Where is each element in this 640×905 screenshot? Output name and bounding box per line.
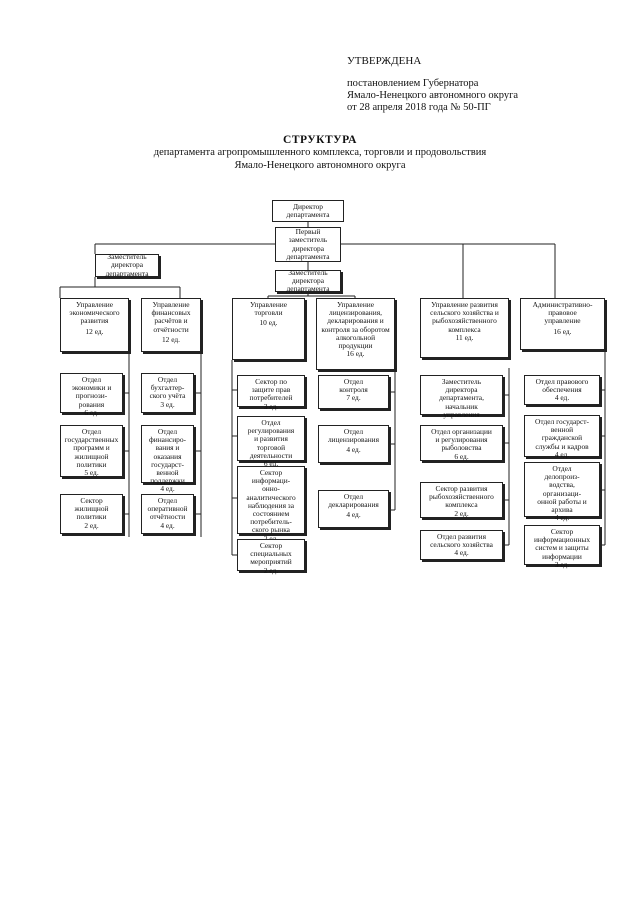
unit-econ-3-name: Сектор жилищной политики: [74, 496, 109, 522]
unit-agro-2: Отдел организации и регулирования рыболо…: [420, 425, 503, 461]
unit-lic-2-count: 4 ед.: [346, 445, 361, 455]
unit-trade: Управление торговли 10 ед.: [232, 298, 305, 360]
unit-agro-2-name: Отдел организации и регулирования рыболо…: [431, 427, 492, 453]
unit-deputy-mid: Заместитель директора департамента: [275, 267, 341, 294]
unit-econ-3-count: 2 ед.: [84, 520, 99, 530]
unit-agro-4-name: Отдел развития сельского хозяйства: [430, 532, 493, 550]
unit-agro-4: Отдел развития сельского хозяйства 4 ед.: [420, 530, 503, 560]
unit-fin-1: Отдел бухгалтер- ского учёта 3 ед.: [141, 373, 194, 413]
unit-econ-2-name: Отдел государственных программ и жилищно…: [64, 427, 119, 469]
unit-trade-2: Отдел регулирования и развития торговой …: [237, 416, 305, 468]
unit-trade-4: Сектор специальных мероприятий 2 ед.: [237, 539, 305, 574]
approval-decree: постановлением Губернатора Ямало-Ненецко…: [347, 78, 519, 113]
unit-lic-1-name: Отдел контроля: [339, 377, 368, 395]
unit-agro-1: Заместитель директора департамента, нача…: [420, 375, 503, 418]
unit-lic-count: 16 ед.: [346, 349, 365, 359]
unit-fin-2: Отдел финансиро- вания и оказания госуда…: [141, 425, 194, 493]
unit-fin-name: Управление финансовых расчётов и отчётно…: [151, 300, 191, 334]
unit-deputy-mid-name: Заместитель директора департамента: [286, 267, 330, 294]
unit-trade-3-count: 2 ед.: [264, 534, 278, 543]
unit-trade-3-name: Сектор информаци- онно- аналитического н…: [246, 468, 296, 535]
unit-adm-2-name: Отдел государст- венной гражданской служ…: [535, 417, 589, 451]
unit-econ: Управление экономического развития 12 ед…: [60, 298, 129, 352]
unit-econ-count: 12 ед.: [85, 326, 104, 336]
unit-adm-count: 16 ед.: [553, 326, 572, 336]
unit-agro-3-name: Сектор развития рыбохозяйственного компл…: [429, 484, 494, 510]
unit-adm: Административно- правовое управление 16 …: [520, 298, 605, 350]
unit-lic-3: Отдел декларирования 4 ед.: [318, 490, 389, 528]
unit-agro-3-count: 2 ед.: [454, 508, 469, 518]
unit-adm-3: Отдел делопроиз- водства, организаци- он…: [524, 462, 600, 522]
unit-lic-1: Отдел контроля 7 ед.: [318, 375, 389, 409]
unit-deputy-left-name: Заместитель директора департамента: [105, 252, 149, 278]
approval-label: УТВЕРЖДЕНА: [347, 55, 422, 67]
unit-trade-4-count: 2 ед.: [263, 565, 279, 575]
unit-econ-1-name: Отдел экономики и прогнози- рования: [71, 375, 112, 409]
unit-first-deputy: Первый заместитель директора департамент…: [275, 227, 341, 262]
unit-lic-2-name: Отдел лицензирования: [327, 427, 380, 445]
title-line2: Ямало-Ненецкого автономного округа: [234, 160, 406, 171]
unit-fin-2-name: Отдел финансиро- вания и оказания госуда…: [148, 427, 187, 486]
unit-adm-1-name: Отдел правового обеспечения: [535, 377, 589, 395]
unit-agro-2-count: 6 ед.: [454, 451, 469, 461]
unit-director-name: Директор департамента: [286, 201, 330, 219]
unit-adm-4-name: Сектор информационных систем и защиты ин…: [533, 527, 591, 561]
unit-trade-2-count: 6 ед.: [263, 459, 279, 469]
unit-adm-2-count: 4 ед.: [554, 449, 570, 459]
unit-trade-3: Сектор информаци- онно- аналитического н…: [237, 466, 305, 542]
unit-fin-3-name: Отдел оперативной отчётности: [147, 496, 188, 522]
unit-fin-1-name: Отдел бухгалтер- ского учёта: [149, 375, 186, 401]
unit-lic-3-count: 4 ед.: [346, 510, 361, 520]
unit-agro-4-count: 4 ед.: [454, 548, 469, 558]
title-line1: департамента агропромышленного комплекса…: [153, 147, 487, 158]
unit-fin: Управление финансовых расчётов и отчётно…: [141, 298, 201, 352]
unit-fin-3-count: 4 ед.: [160, 520, 175, 530]
unit-lic: Управление лицензирования, декларировани…: [316, 298, 395, 370]
unit-first-deputy-name: Первый заместитель директора департамент…: [286, 227, 330, 261]
unit-adm-1-count: 4 ед.: [554, 393, 570, 403]
unit-director: Директор департамента: [272, 200, 344, 222]
unit-fin-count: 12 ед.: [161, 334, 181, 344]
title-main: СТРУКТУРА: [283, 134, 357, 146]
unit-lic-3-name: Отдел декларирования: [328, 492, 379, 510]
unit-adm-3-name: Отдел делопроиз- водства, организаци- он…: [537, 464, 587, 515]
unit-trade-1-count: 3 ед.: [263, 401, 279, 411]
unit-deputy-left: Заместитель директора департамента: [95, 252, 159, 278]
unit-econ-1: Отдел экономики и прогнози- рования 6 ед…: [60, 373, 123, 417]
unit-econ-3: Сектор жилищной политики 2 ед.: [60, 494, 123, 534]
unit-adm-1: Отдел правового обеспечения 4 ед.: [524, 375, 600, 405]
unit-econ-2: Отдел государственных программ и жилищно…: [60, 425, 123, 477]
unit-adm-2: Отдел государст- венной гражданской служ…: [524, 415, 600, 459]
unit-adm-3-count: 4 ед.: [554, 513, 570, 523]
unit-trade-1-name: Сектор по защите прав потребителей: [249, 377, 293, 403]
unit-lic-name: Управление лицензирования, декларировани…: [321, 300, 390, 351]
unit-trade-count: 10 ед.: [259, 318, 278, 328]
unit-lic-2: Отдел лицензирования 4 ед.: [318, 425, 389, 463]
unit-adm-4-count: 3 ед.: [554, 559, 570, 569]
unit-fin-3: Отдел оперативной отчётности 4 ед.: [141, 494, 194, 534]
unit-econ-name: Управление экономического развития: [69, 300, 120, 326]
unit-agro: Управление развития сельского хозяйства …: [420, 298, 509, 358]
unit-fin-1-count: 3 ед.: [160, 399, 175, 409]
unit-econ-2-count: 5 ед.: [84, 468, 99, 478]
unit-trade-2-name: Отдел регулирования и развития торговой …: [247, 418, 295, 460]
unit-lic-1-count: 7 ед.: [346, 393, 361, 403]
unit-trade-name: Управление торговли: [249, 300, 288, 318]
unit-fin-2-count: 4 ед.: [160, 484, 175, 494]
unit-agro-3: Сектор развития рыбохозяйственного компл…: [420, 482, 503, 518]
unit-adm-4: Сектор информационных систем и защиты ин…: [524, 525, 600, 569]
unit-econ-1-count: 6 ед.: [84, 407, 99, 417]
unit-agro-count: 11 ед.: [455, 332, 474, 342]
unit-trade-4-name: Сектор специальных мероприятий: [250, 541, 292, 567]
unit-trade-1: Сектор по защите прав потребителей 3 ед.: [237, 375, 305, 410]
unit-agro-name: Управление развития сельского хозяйства …: [430, 300, 499, 334]
unit-adm-name: Административно- правовое управление: [532, 300, 593, 326]
unit-agro-1-name: Заместитель директора департамента, нача…: [439, 377, 484, 419]
